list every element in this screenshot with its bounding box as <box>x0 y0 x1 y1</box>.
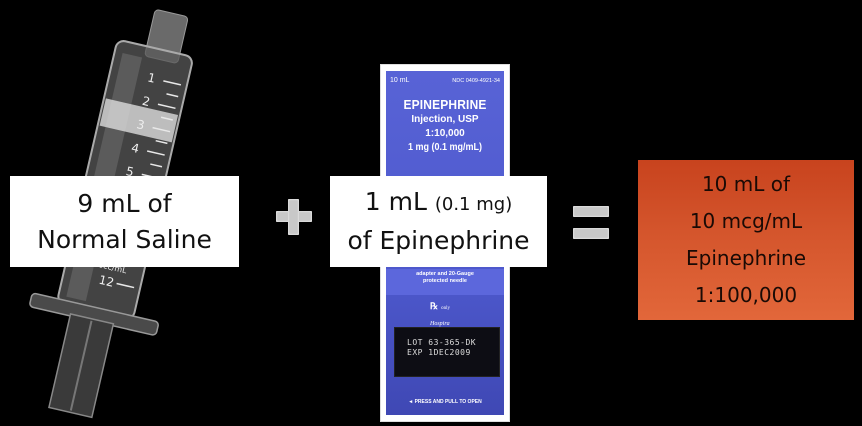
result-line1: 10 mL of <box>701 172 791 196</box>
vial-lot: LOT 63-365-DK <box>407 338 477 347</box>
vial-ndc: NDC 0409-4921-34 <box>452 78 500 84</box>
vial-adapter-line2: protected needle <box>422 278 467 284</box>
syringe-mark-4: 4 <box>130 141 141 156</box>
vial-exp: EXP 1DEC2009 <box>407 348 471 357</box>
vial-press-text: ◄ PRESS AND PULL TO OPEN <box>408 399 482 405</box>
rx-icon: ℞ <box>430 301 439 311</box>
result-box: 10 mL of 10 mcg/mL Epinephrine 1:100,000 <box>638 160 854 320</box>
epinephrine-line2: of Epinephrine <box>347 226 530 255</box>
syringe-mark-12: 12 <box>97 273 115 290</box>
epinephrine-label: 1 mL (0.1 mg) of Epinephrine <box>330 176 547 267</box>
syringe-mark-1: 1 <box>146 70 157 85</box>
saline-label: 9 mL of Normal Saline <box>10 176 239 267</box>
vial-maker-logo: Hospira <box>430 321 450 327</box>
result-line3: Epinephrine <box>686 246 806 270</box>
result-line4: 1:100,000 <box>694 283 798 307</box>
syringe-mark-5: 5 <box>125 164 136 179</box>
epinephrine-amount: 1 mL <box>364 187 435 216</box>
syringe-fluid <box>99 98 179 143</box>
vial-lot-panel: LOT 63-365-DK EXP 1DEC2009 <box>394 327 500 377</box>
syringe-mark-3: 3 <box>135 117 146 132</box>
vial-volume: 10 mL <box>390 77 410 84</box>
vial-type: Injection, USP <box>411 114 479 125</box>
equals-icon <box>573 206 609 240</box>
syringe-mark-2: 2 <box>141 94 152 109</box>
vial-dose: 1 mg (0.1 mg/mL) <box>407 142 483 153</box>
plus-icon <box>276 199 312 235</box>
vial-ratio: 1:10,000 <box>425 128 465 139</box>
result-line2: 10 mcg/mL <box>689 209 803 233</box>
saline-line2: Normal Saline <box>37 224 212 254</box>
vial-drug-name: EPINEPHRINE <box>403 97 487 112</box>
saline-line1: 9 mL of <box>77 188 172 218</box>
vial-rx-only: only <box>441 306 450 311</box>
epinephrine-mass: (0.1 mg) <box>434 194 513 215</box>
epinephrine-line1: 1 mL (0.1 mg) <box>365 184 512 223</box>
vial-adapter-line1: adapter and 20-Gauge <box>416 271 474 277</box>
